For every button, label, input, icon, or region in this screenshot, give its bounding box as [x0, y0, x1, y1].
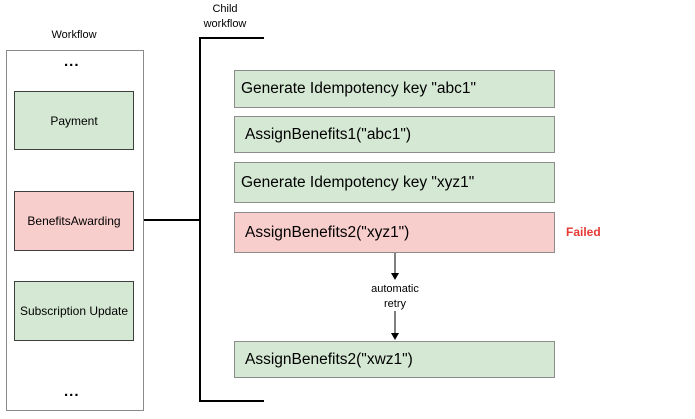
- top-ellipsis: ...: [64, 53, 80, 70]
- benefits-awarding-label: BenefitsAwarding: [27, 214, 121, 228]
- step-assign-benefits1-abc1: AssignBenefits1("abc1"): [234, 116, 555, 153]
- automatic-retry-label: automatic retry: [355, 282, 435, 312]
- step-assign-benefits1-abc1-label: AssignBenefits1("abc1"): [245, 125, 412, 143]
- subscription-update-label: Subscription Update: [19, 304, 129, 318]
- failed-label: Failed: [566, 225, 601, 239]
- subscription-update-node: Subscription Update: [14, 281, 134, 341]
- bottom-ellipsis: ...: [64, 383, 80, 400]
- child-workflow-title-line1: Child: [212, 3, 238, 15]
- workflow-title: Workflow: [51, 29, 97, 41]
- step-assign-benefits2-xwz1-label: AssignBenefits2("xwz1"): [245, 350, 413, 368]
- child-workflow-title-line2: workflow: [203, 18, 247, 30]
- retry-line2: retry: [384, 298, 406, 310]
- step-generate-key-xyz1-label: Generate Idempotency key "xyz1": [241, 173, 475, 191]
- step-generate-key-abc1-label: Generate Idempotency key "abc1": [241, 80, 477, 97]
- retry-line1: automatic: [371, 283, 419, 295]
- payment-node: Payment: [14, 91, 134, 150]
- child-workflow-title: Child workflow: [190, 2, 260, 32]
- benefits-awarding-node: BenefitsAwarding: [14, 191, 134, 251]
- step-assign-benefits2-xwz1: AssignBenefits2("xwz1"): [234, 341, 555, 378]
- step-assign-benefits2-xyz1-label: AssignBenefits2("xyz1"): [245, 223, 410, 241]
- step-generate-key-xyz1: Generate Idempotency key "xyz1": [234, 162, 555, 203]
- child-workflow-bracket: [199, 37, 264, 402]
- step-generate-key-abc1: Generate Idempotency key "abc1": [234, 70, 555, 108]
- payment-label: Payment: [50, 113, 98, 128]
- step-assign-benefits2-xyz1: AssignBenefits2("xyz1"): [234, 212, 555, 253]
